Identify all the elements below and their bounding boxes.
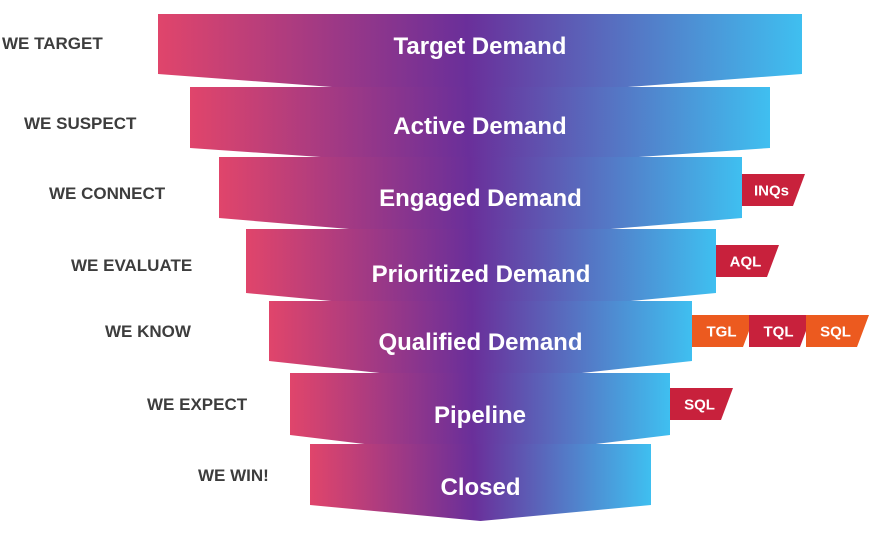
stage-tag-label: SQL	[820, 324, 851, 341]
stage-title: Target Demand	[394, 33, 567, 60]
stage-tag-label: TGL	[707, 324, 737, 341]
funnel-stage: Qualified Demand WE KNOW TGL TQL SQL	[105, 301, 869, 384]
funnel-stage: Pipeline WE EXPECT SQL	[147, 373, 733, 458]
stage-title: Qualified Demand	[378, 329, 582, 356]
stage-title: Prioritized Demand	[372, 261, 591, 288]
stage-band	[269, 301, 692, 384]
funnel-stage: Prioritized Demand WE EVALUATE AQL	[71, 229, 779, 315]
stage-title: Closed	[440, 474, 520, 501]
stage-band	[310, 444, 651, 521]
stage-tag-label: SQL	[684, 397, 715, 414]
stage-tag	[749, 315, 812, 347]
funnel-stages: Target Demand WE TARGET Active Demand WE SU…	[2, 14, 869, 521]
stage-band	[158, 14, 802, 98]
stage-side-label: WE WIN!	[198, 466, 269, 485]
stage-tag	[716, 245, 779, 277]
stage-band	[290, 373, 670, 458]
stage-tag	[692, 315, 755, 347]
funnel-stage: Target Demand WE TARGET	[2, 14, 802, 98]
stage-side-label: WE SUSPECT	[24, 114, 137, 133]
stage-tag-label: TQL	[764, 324, 794, 341]
stage-band	[219, 157, 742, 240]
stage-side-label: WE EVALUATE	[71, 256, 192, 275]
stage-side-label: WE TARGET	[2, 34, 103, 53]
stage-side-label: WE KNOW	[105, 322, 192, 341]
stage-side-label: WE CONNECT	[49, 184, 166, 203]
stage-tag	[670, 388, 733, 420]
stage-band	[246, 229, 716, 315]
stage-title: Pipeline	[434, 402, 526, 429]
stage-side-label: WE EXPECT	[147, 395, 248, 414]
stage-tag-label: AQL	[730, 254, 762, 271]
stage-title: Active Demand	[393, 113, 566, 140]
funnel-stage: Active Demand WE SUSPECT	[24, 87, 770, 168]
stage-title: Engaged Demand	[379, 185, 582, 212]
stage-tag	[742, 174, 805, 206]
stage-tag	[806, 315, 869, 347]
stage-band	[190, 87, 770, 168]
funnel-stage: Closed WE WIN!	[198, 444, 651, 521]
funnel-stage: Engaged Demand WE CONNECT INQs	[49, 157, 805, 240]
stage-tag-label: INQs	[754, 183, 789, 200]
